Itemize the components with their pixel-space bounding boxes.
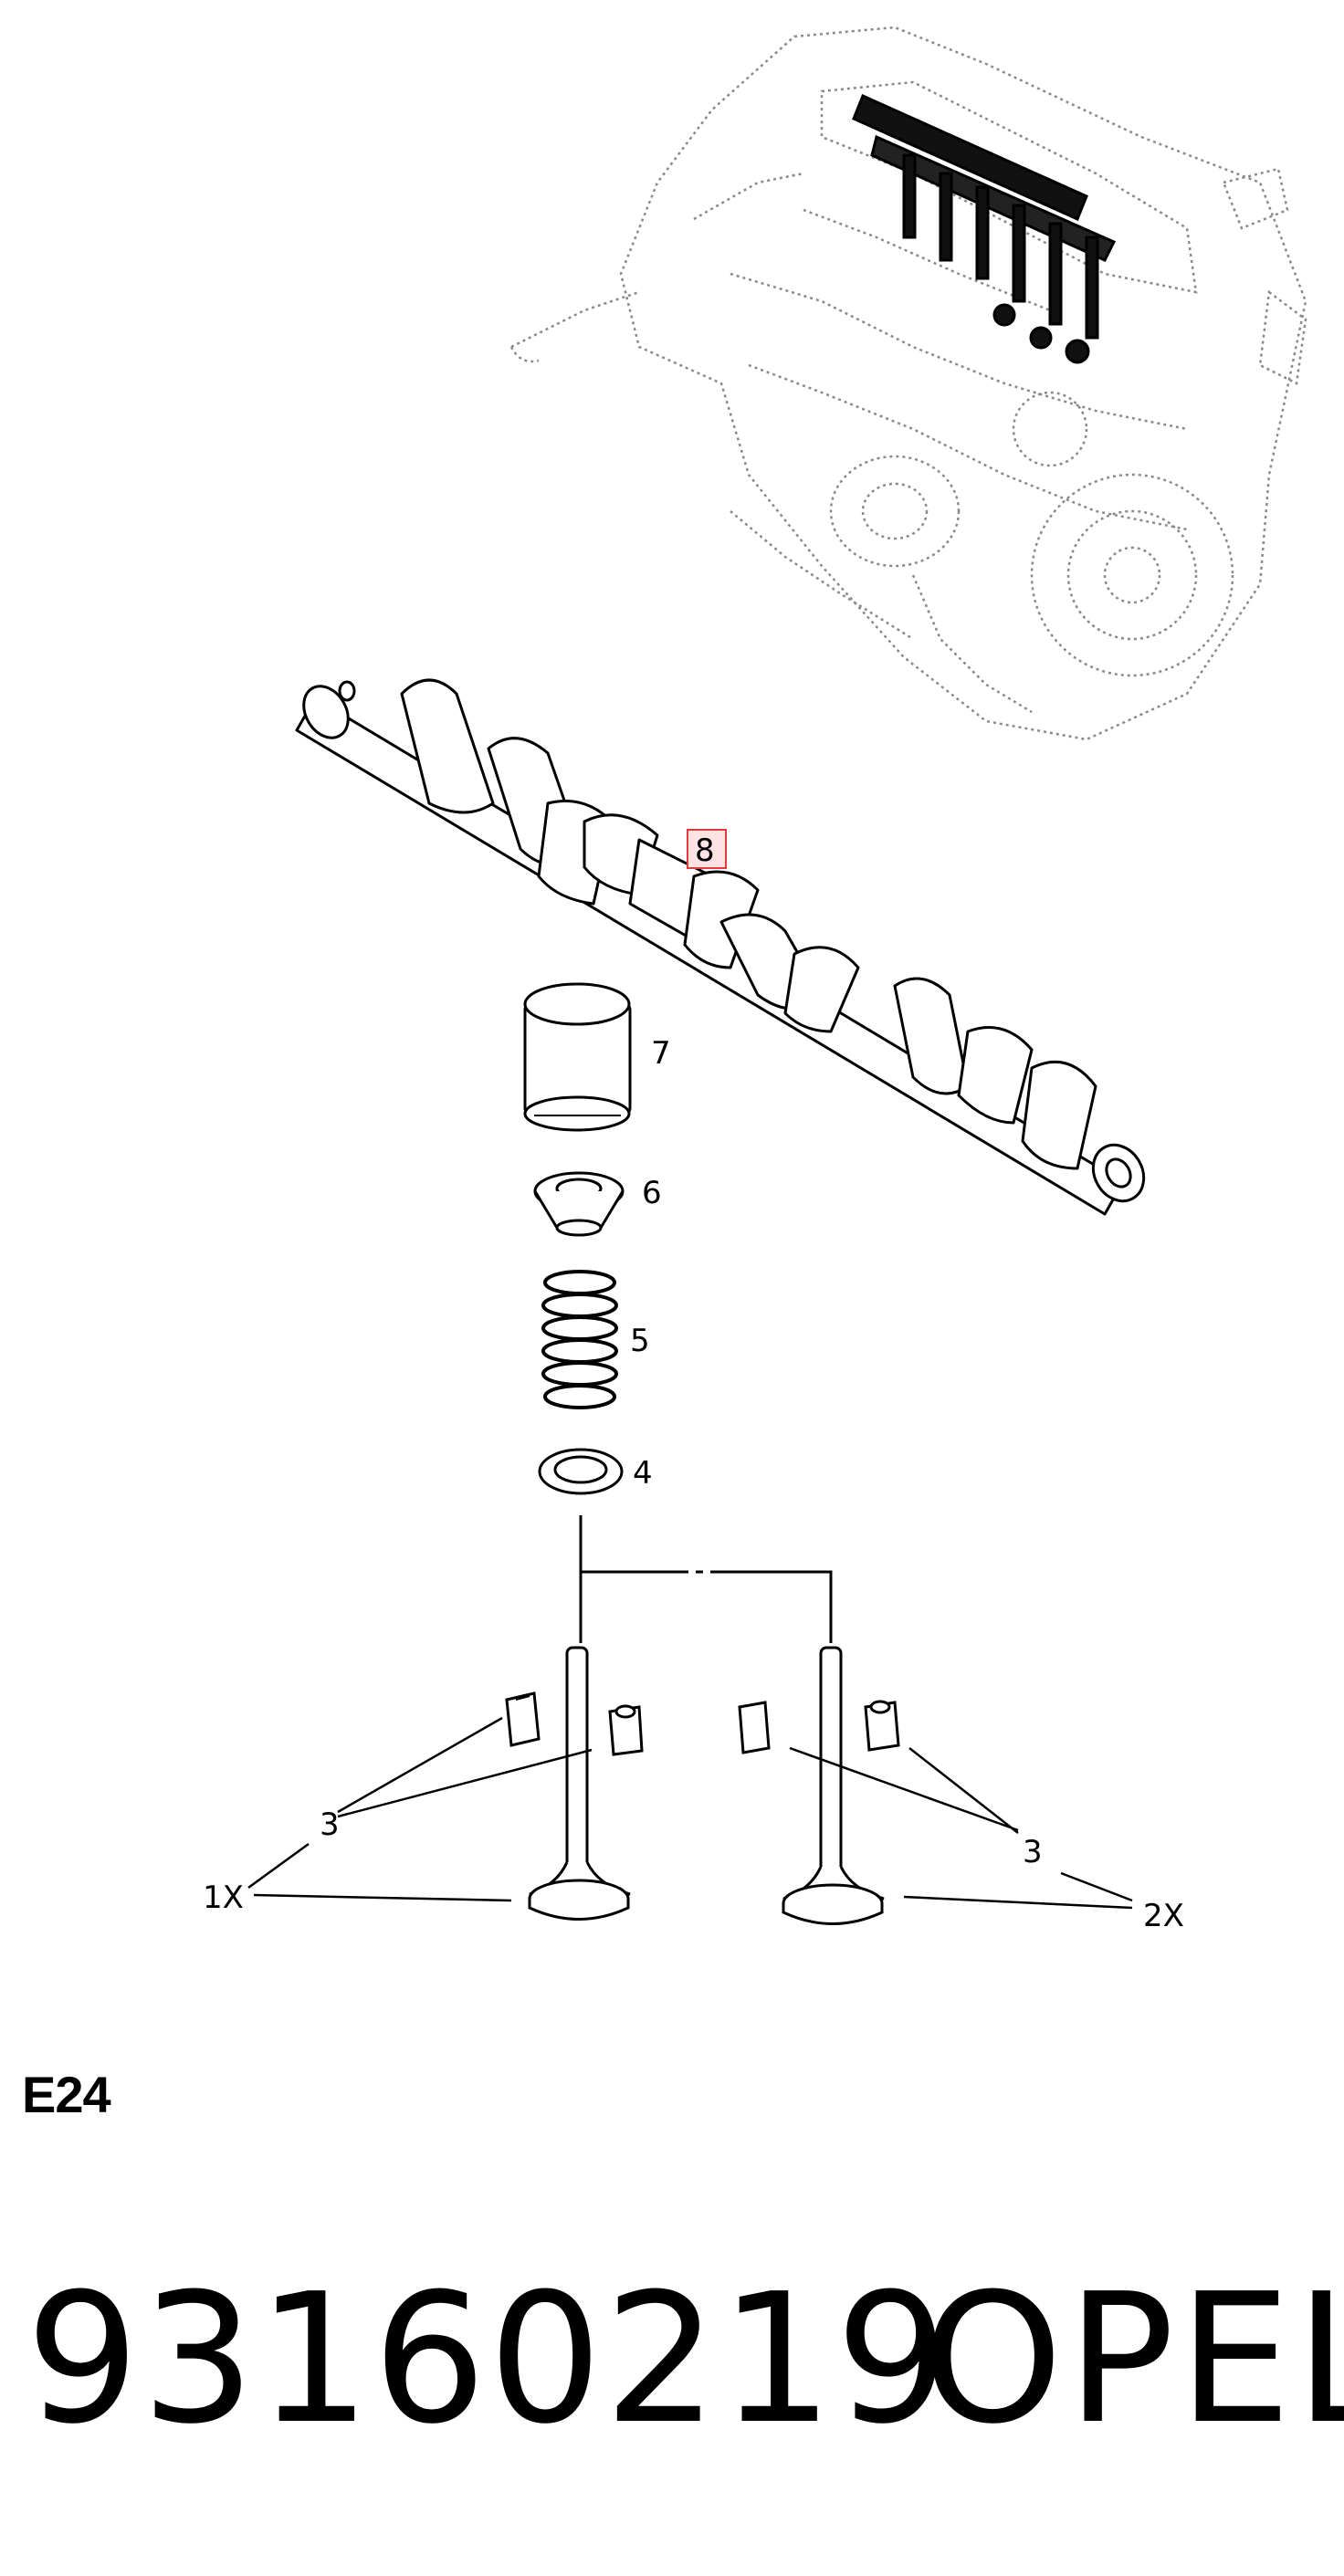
tappet[interactable]	[523, 982, 632, 1132]
valve-keepers-left[interactable]	[505, 1691, 644, 1756]
brand-name: OPEL	[922, 2256, 1344, 2464]
part-footer: 93160219 OPEL	[0, 2264, 1344, 2456]
callout-7[interactable]: 7	[651, 1035, 671, 1072]
camshaft[interactable]	[295, 678, 1154, 1216]
callout-5[interactable]: 5	[630, 1323, 650, 1359]
part-number: 93160219	[26, 2256, 951, 2464]
valve-spring[interactable]	[541, 1270, 618, 1409]
engine-overview-illustration	[509, 26, 1307, 741]
callout-4[interactable]: 4	[633, 1455, 653, 1492]
engine-valvetrain-highlight	[852, 93, 1117, 364]
callout-2x[interactable]: 2X	[1143, 1898, 1184, 1934]
spring-seat[interactable]	[538, 1448, 624, 1495]
leader-lines	[247, 1716, 1133, 1910]
callout-3-left[interactable]: 3	[320, 1806, 340, 1843]
callout-6[interactable]: 6	[642, 1175, 662, 1211]
valve-right[interactable]	[782, 1646, 885, 1925]
exploded-parts-diagram: 8 7 6 5 4 3 3 1X 2X	[203, 26, 1307, 1934]
section-code: E24	[22, 2066, 111, 2123]
callout-3-right[interactable]: 3	[1023, 1834, 1043, 1870]
callout-8[interactable]: 8	[695, 832, 715, 869]
spring-cap[interactable]	[533, 1171, 625, 1237]
valve-keepers-right[interactable]	[738, 1700, 900, 1754]
highlight-box-8	[687, 829, 727, 869]
callout-1x[interactable]: 1X	[203, 1880, 244, 1916]
valve-left[interactable]	[528, 1646, 631, 1921]
valve-connector-lines	[579, 1515, 833, 1643]
